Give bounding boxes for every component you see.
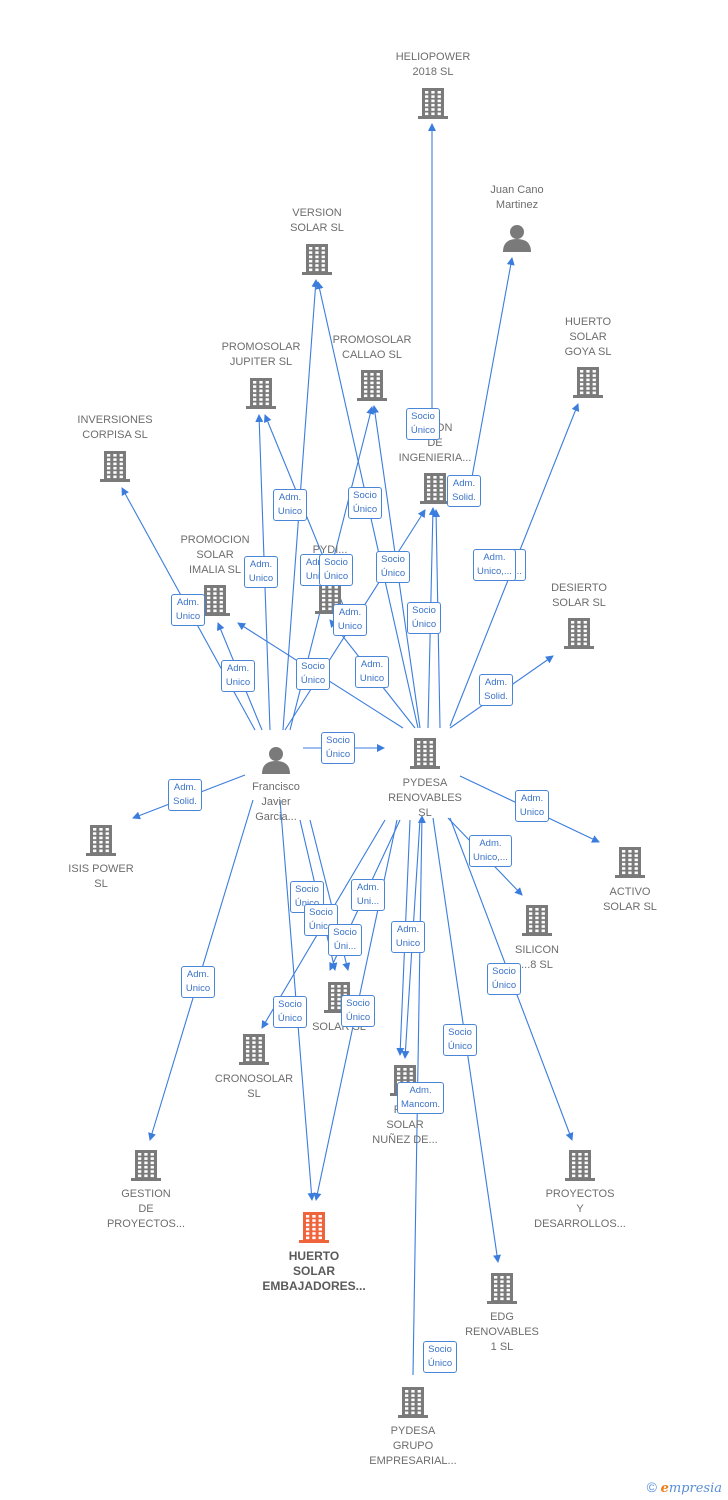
building-icon[interactable]	[564, 618, 594, 649]
edge-role-label[interactable]: Adm. Solid.	[168, 779, 202, 811]
node-label-edg[interactable]: EDG RENOVABLES 1 SL	[465, 1311, 539, 1353]
edge-role-label[interactable]: Adm. Uni...	[351, 879, 385, 911]
edge-role-label[interactable]: Socio Úni...	[328, 924, 362, 956]
footer-brand: © empresia	[647, 1479, 722, 1496]
building-icon[interactable]	[410, 738, 440, 769]
node-label-nunez[interactable]: PL... SOLAR NUÑEZ DE...	[372, 1104, 438, 1146]
edge-role-label[interactable]: Adm. Unico,...	[473, 549, 516, 581]
edge-role-label[interactable]: Socio Único	[406, 408, 440, 440]
edge-role-label[interactable]: Adm. Solid.	[479, 674, 513, 706]
node-label-gestion[interactable]: GESTION DE PROYECTOS...	[106, 1188, 186, 1230]
node-label-callao[interactable]: PROMOSOLAR CALLAO SL	[332, 334, 412, 361]
edge-role-label[interactable]: Socio Único	[376, 551, 410, 583]
edge-role-label[interactable]: Adm. Unico	[515, 790, 549, 822]
building-icon[interactable]	[239, 1034, 269, 1065]
building-icon[interactable]	[299, 1212, 329, 1243]
building-icon[interactable]	[302, 244, 332, 275]
node-label-heliopower[interactable]: HELIOPOWER 2018 SL	[395, 51, 471, 78]
building-icon[interactable]	[200, 585, 230, 616]
node-label-huertogoya[interactable]: HUERTO SOLAR GOYA SL	[564, 316, 612, 358]
building-icon[interactable]	[131, 1150, 161, 1181]
building-icon[interactable]	[487, 1273, 517, 1304]
edge-role-label[interactable]: Adm. Unico	[355, 656, 389, 688]
edge-role-label[interactable]: Socio Único	[443, 1024, 477, 1056]
node-label-desierto[interactable]: DESIERTO SOLAR SL	[551, 582, 607, 609]
building-icon[interactable]	[573, 367, 603, 398]
edge-role-label[interactable]: Adm. Unico	[221, 660, 255, 692]
edge-role-label[interactable]: Socio Único	[321, 732, 355, 764]
building-icon[interactable]	[357, 370, 387, 401]
copyright-symbol: ©	[646, 1479, 657, 1495]
node-label-juan[interactable]: Juan Cano Martinez	[490, 184, 544, 211]
edge-role-label[interactable]: Adm. Mancom.	[397, 1082, 445, 1114]
edge-role-label[interactable]: Socio Único	[423, 1341, 457, 1373]
edge-role-label[interactable]: Adm. Unico	[244, 556, 278, 588]
building-icon[interactable]	[420, 473, 450, 504]
building-icon[interactable]	[418, 88, 448, 119]
edge-role-label[interactable]: Adm. Unico	[273, 489, 307, 521]
edge-role-label[interactable]: Adm. Unico	[181, 966, 215, 998]
edge-role-label[interactable]: Adm. Unico	[333, 604, 367, 636]
node-label-grupo[interactable]: PYDESA GRUPO EMPRESARIAL...	[369, 1425, 457, 1467]
edge-role-label[interactable]: Socio Único	[296, 658, 330, 690]
edge-role-label[interactable]: Adm. Unico	[391, 921, 425, 953]
building-icon[interactable]	[565, 1150, 595, 1181]
node-label-proyectos[interactable]: PROYECTOS Y DESARROLLOS...	[534, 1188, 626, 1230]
node-label-corpisa[interactable]: INVERSIONES CORPISA SL	[77, 414, 153, 441]
edge-role-label[interactable]: Socio Único	[319, 554, 353, 586]
node-label-imalia[interactable]: PROMOCION SOLAR IMALIA SL	[180, 534, 250, 576]
node-label-pydesa[interactable]: PYDESA RENOVABLES SL	[388, 777, 462, 819]
building-icon[interactable]	[615, 847, 645, 878]
node-label-pydi[interactable]: PYDI...	[312, 544, 348, 556]
node-label-embajadores[interactable]: HUERTO SOLAR EMBAJADORES...	[262, 1249, 366, 1293]
node-label-silicon[interactable]: SILICON ...8 SL	[514, 944, 559, 971]
node-label-francisco[interactable]: Francisco Javier Garcia...	[252, 781, 300, 823]
node-label-jupiter[interactable]: PROMOSOLAR JUPITER SL	[221, 341, 301, 368]
edge-role-label[interactable]: Adm. Unico,...	[469, 835, 512, 867]
edge-role-label[interactable]: Socio Único	[487, 963, 521, 995]
node-label-activo[interactable]: ACTIVO SOLAR SL	[603, 886, 657, 913]
building-icon[interactable]	[100, 451, 130, 482]
person-icon[interactable]	[503, 225, 531, 252]
node-label-version[interactable]: VERSION SOLAR SL	[290, 207, 344, 234]
edge-role-label[interactable]: Socio Único	[407, 602, 441, 634]
building-icon[interactable]	[522, 905, 552, 936]
edge-role-label[interactable]: Adm. Solid.	[447, 475, 481, 507]
edge-role-label[interactable]: Adm. Unico	[171, 594, 205, 626]
empresia-logo: empresia	[660, 1481, 722, 1496]
edge-role-label[interactable]: Socio Único	[273, 996, 307, 1028]
building-icon[interactable]	[398, 1387, 428, 1418]
node-label-cronosolar[interactable]: CRONOSOLAR SL	[214, 1073, 294, 1100]
person-icon[interactable]	[262, 747, 290, 774]
edge-role-label[interactable]: Socio Único	[348, 487, 382, 519]
building-icon[interactable]	[246, 378, 276, 409]
building-icon[interactable]	[86, 825, 116, 856]
node-label-isis[interactable]: ISIS POWER SL	[68, 863, 134, 890]
edge-role-label[interactable]: Socio Único	[341, 995, 375, 1027]
edge-line	[469, 257, 515, 489]
